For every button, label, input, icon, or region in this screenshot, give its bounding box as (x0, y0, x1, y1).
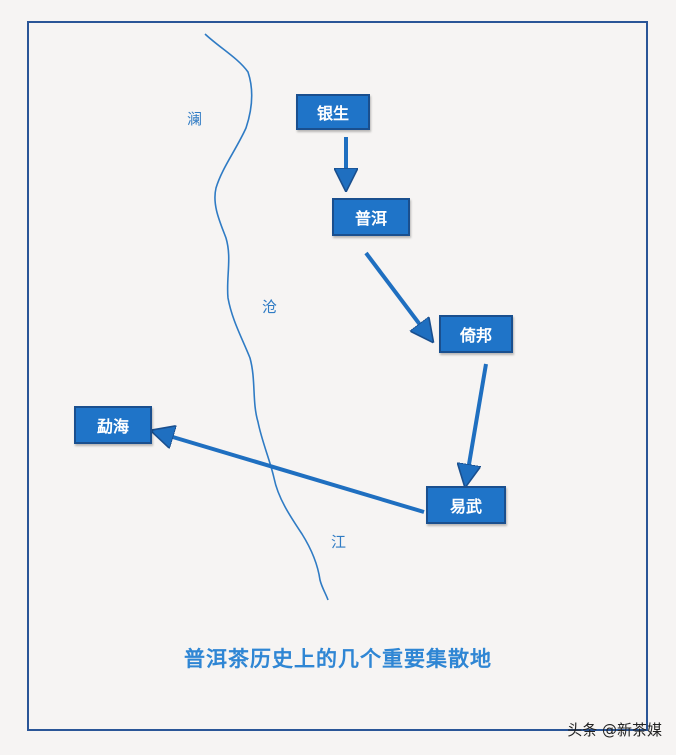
place-label-puer: 普洱 (354, 209, 387, 228)
place-box-puer: 普洱 (332, 198, 410, 236)
river-label-cang: 沧 (262, 298, 278, 316)
place-label-yiwu: 易武 (449, 497, 482, 516)
river-line (204, 33, 329, 601)
watermark-text: 头条 @新茶媒 (567, 721, 662, 739)
arrow-yiwu-to-menghai (156, 432, 425, 514)
place-label-yibang: 倚邦 (459, 326, 492, 345)
place-label-menghai: 勐海 (96, 417, 129, 436)
diagram-frame (27, 21, 648, 731)
place-box-yibang: 倚邦 (439, 315, 513, 353)
river-label-jiang: 江 (331, 533, 347, 551)
arrow-yibang-to-yiwu (466, 363, 488, 482)
place-box-yinsheng: 银生 (296, 94, 370, 130)
place-box-menghai: 勐海 (74, 406, 152, 444)
arrow-puer-to-yibang (364, 251, 430, 338)
diagram-caption: 普洱茶历史上的几个重要集散地 (184, 647, 492, 671)
place-box-yiwu: 易武 (426, 486, 506, 524)
river-label-lan: 澜 (187, 110, 203, 128)
place-label-yinsheng: 银生 (316, 104, 349, 123)
